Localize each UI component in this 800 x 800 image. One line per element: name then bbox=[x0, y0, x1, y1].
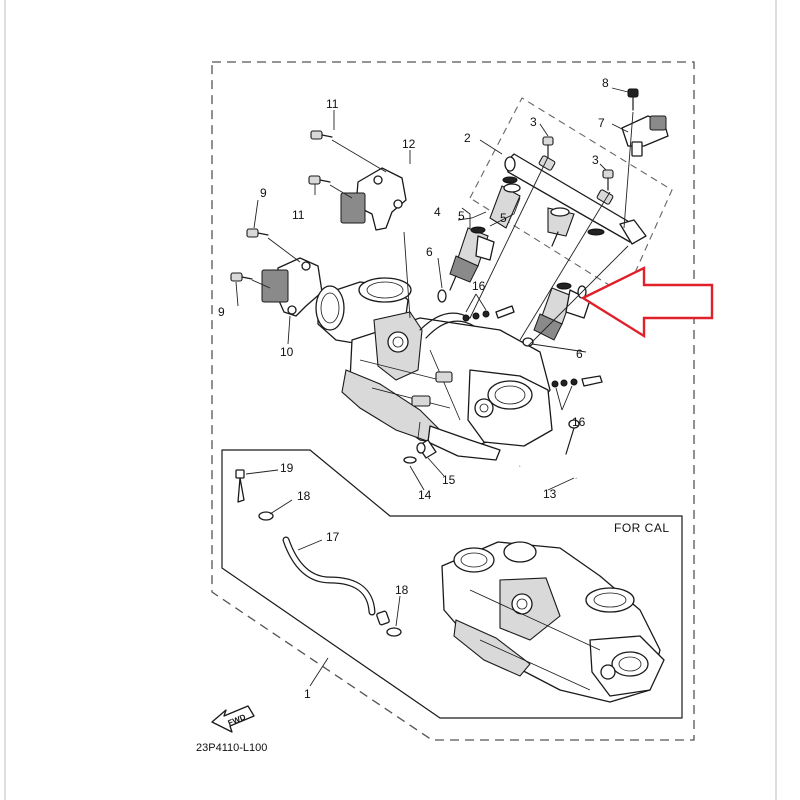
callout-6-left: 6 bbox=[426, 245, 433, 259]
clip-18-upper bbox=[258, 511, 274, 521]
callout-9-upper: 9 bbox=[260, 186, 267, 200]
for-cal-inset-frame bbox=[221, 449, 683, 719]
bolt-3-lower bbox=[602, 169, 614, 191]
screw-11-upper bbox=[310, 130, 333, 140]
sensor-10 bbox=[261, 257, 323, 317]
callout-7: 7 bbox=[598, 116, 605, 130]
callout-15: 15 bbox=[442, 473, 456, 487]
callout-19: 19 bbox=[280, 461, 294, 475]
screw-9-lower bbox=[230, 272, 253, 282]
screw-9-upper bbox=[246, 228, 269, 238]
clip-18-lower bbox=[386, 627, 402, 637]
injector-rail-right bbox=[547, 207, 575, 247]
callout-11-lower: 11 bbox=[292, 208, 305, 222]
clip-14 bbox=[403, 456, 417, 464]
callout-6-right: 6 bbox=[576, 347, 583, 361]
assembly-boundary bbox=[211, 61, 695, 741]
fuel-rail bbox=[504, 153, 647, 245]
rail-seal-right bbox=[587, 228, 605, 236]
callout-10: 10 bbox=[280, 345, 294, 359]
throttle-body-assembly bbox=[315, 277, 553, 461]
cap-15 bbox=[416, 439, 437, 459]
callout-17: 17 bbox=[326, 530, 340, 544]
injector-4-left bbox=[449, 226, 495, 291]
highlight-arrow bbox=[580, 266, 714, 339]
callout-5-right: 5 bbox=[500, 211, 507, 225]
callout-13: 13 bbox=[543, 487, 557, 501]
callout-1: 1 bbox=[304, 687, 311, 701]
sensor-12 bbox=[340, 167, 407, 231]
callout-numbers: 1 2 3 3 4 5 5 6 6 7 8 9 9 10 11 11 12 13… bbox=[218, 76, 609, 701]
fwd-arrow-icon: FWD bbox=[211, 705, 255, 733]
fitting-16-left bbox=[462, 305, 515, 322]
callout-18-lower: 18 bbox=[395, 583, 409, 597]
fitting-16-right bbox=[551, 375, 603, 388]
vent-hose-17 bbox=[282, 536, 376, 616]
callout-16-right: 16 bbox=[572, 415, 586, 429]
callout-14: 14 bbox=[418, 488, 432, 502]
bolt-3-upper bbox=[542, 136, 554, 158]
diagram-code: 23P4110-L100 bbox=[196, 742, 267, 754]
callout-leaders bbox=[235, 87, 629, 687]
callout-2: 2 bbox=[464, 131, 471, 145]
callout-16-left: 16 bbox=[472, 279, 486, 293]
callout-8: 8 bbox=[602, 76, 609, 90]
callout-12: 12 bbox=[402, 137, 416, 151]
hose-end-17 bbox=[376, 610, 390, 626]
fuel-rail-subassembly-boundary bbox=[469, 97, 673, 296]
injector-rail-left bbox=[489, 183, 521, 229]
screw-8 bbox=[627, 88, 639, 111]
screw-11-lower bbox=[308, 175, 331, 185]
rail-seal-left bbox=[502, 176, 518, 184]
callout-11-upper: 11 bbox=[326, 97, 339, 111]
for-cal-label: FOR CAL bbox=[614, 521, 670, 535]
seal-6-left bbox=[437, 289, 447, 303]
callout-9-lower: 9 bbox=[218, 305, 225, 319]
callout-18-upper: 18 bbox=[297, 489, 311, 503]
callout-3-lower: 3 bbox=[592, 153, 599, 167]
sensor-7 bbox=[621, 115, 669, 157]
callout-3-upper: 3 bbox=[530, 115, 537, 129]
callout-4: 4 bbox=[434, 205, 441, 219]
fitting-19 bbox=[235, 469, 245, 503]
throttle-body-cal-version bbox=[441, 541, 665, 703]
hose-13 bbox=[519, 419, 580, 479]
callout-5-left: 5 bbox=[458, 209, 465, 223]
